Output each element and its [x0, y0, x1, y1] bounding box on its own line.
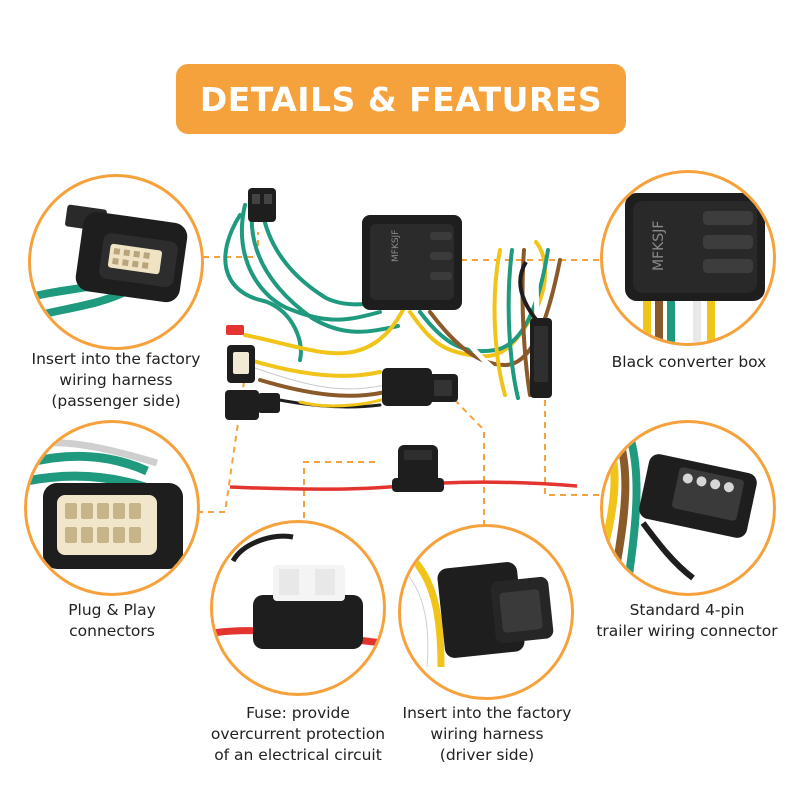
green-wire: [249, 208, 400, 334]
label-plug-play: Plug & Play connectors: [24, 600, 200, 642]
label-line: wiring harness: [59, 371, 173, 389]
label-line: Fuse: provide: [246, 704, 350, 722]
label-line: (driver side): [439, 746, 535, 764]
passenger-connector-closeup: [28, 174, 204, 350]
white-wire-edge: [254, 367, 386, 390]
yellow-wire: [243, 304, 407, 356]
converter-box-closeup: MFKSJF: [600, 170, 776, 346]
green-wire: [223, 213, 303, 362]
four-pin-connector-small: [518, 260, 552, 398]
leader-line-fuse: [303, 461, 375, 545]
label-converter-box: Black converter box: [594, 352, 784, 373]
plug-play-connector-cluster: [225, 325, 280, 420]
label-line: Insert into the factory: [31, 350, 201, 368]
label-line: trailer wiring connector: [596, 622, 778, 640]
label-factory-passenger: Insert into the factory wiring harness (…: [14, 349, 218, 412]
label-fuse: Fuse: provide overcurrent protection of …: [190, 703, 406, 766]
four-pin-closeup: [600, 420, 776, 596]
label-line: Standard 4-pin: [629, 601, 745, 619]
converter-box: MFKSJF: [362, 215, 462, 310]
yellow-wire: [248, 358, 382, 378]
brown-wire: [258, 378, 387, 398]
label-line: (passenger side): [51, 392, 181, 410]
label-line: connectors: [69, 622, 155, 640]
label-line: wiring harness: [430, 725, 544, 743]
label-line: Insert into the factory: [402, 704, 572, 722]
passenger-side-connector: [248, 188, 276, 222]
label-line: Black converter box: [611, 353, 767, 371]
details-features-banner: DETAILS & FEATURES: [176, 64, 626, 134]
green-wire: [239, 203, 382, 322]
label-four-pin: Standard 4-pin trailer wiring connector: [582, 600, 792, 642]
label-factory-driver: Insert into the factory wiring harness (…: [384, 703, 590, 766]
yellow-wire: [492, 248, 507, 397]
plug-play-closeup: [24, 420, 200, 596]
driver-side-connector: [382, 368, 458, 406]
leader-line-4pin: [544, 400, 600, 496]
green-wire: [506, 248, 520, 400]
inline-fuse: [229, 445, 578, 492]
label-line: of an electrical circuit: [214, 746, 382, 764]
label-line: overcurrent protection: [210, 725, 386, 743]
leader-line-driver: [446, 391, 485, 552]
label-line: Plug & Play: [68, 601, 156, 619]
leader-line-plug-play: [197, 381, 245, 513]
fuse-closeup: [210, 520, 386, 696]
converter-marking: MFKSJF: [391, 230, 401, 262]
driver-connector-closeup: [398, 524, 574, 700]
banner-title: DETAILS & FEATURES: [199, 79, 603, 119]
brown-wire: [428, 258, 562, 368]
converter-closeup-marking: MFKSJF: [651, 221, 667, 271]
